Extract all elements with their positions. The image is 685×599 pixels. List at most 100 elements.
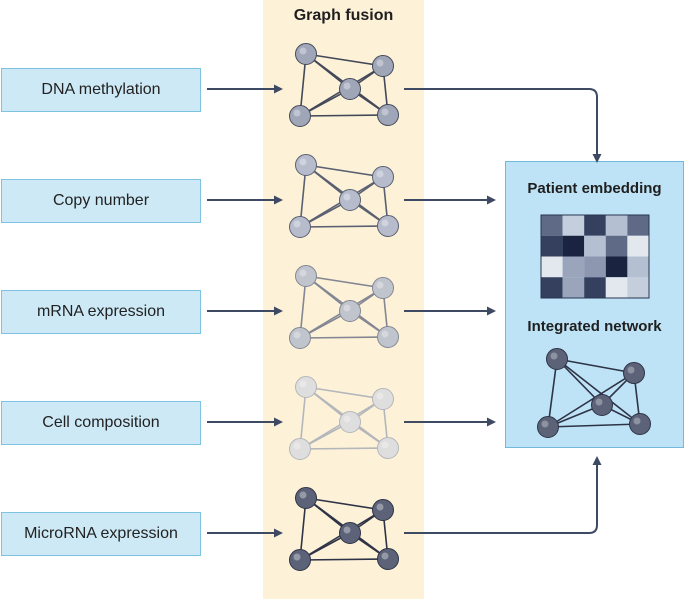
graph-node-highlight	[293, 442, 301, 450]
heatmap-cell	[605, 277, 628, 298]
graph-node	[377, 326, 399, 348]
graph-node	[372, 277, 394, 299]
graph-node-highlight	[293, 331, 301, 339]
network-node	[623, 362, 645, 384]
graph-node	[289, 438, 311, 460]
network-node-highlight	[541, 420, 549, 428]
graph-node-highlight	[376, 503, 384, 511]
graph-edge	[299, 447, 389, 450]
omic-graph-2	[289, 154, 399, 238]
network-node	[537, 416, 559, 438]
graph-node	[339, 522, 361, 544]
network-node-highlight	[550, 352, 558, 360]
network-edge	[547, 423, 641, 428]
graph-node	[339, 300, 361, 322]
graph-fusion-band	[263, 0, 424, 599]
patient-embedding-heatmap	[540, 214, 650, 299]
graph-edge	[305, 497, 384, 511]
graph-node-highlight	[343, 193, 351, 201]
graph-node	[372, 388, 394, 410]
heatmap-cell	[627, 277, 649, 298]
graph-node-highlight	[343, 304, 351, 312]
graph-edge	[305, 164, 384, 178]
graph-edge	[305, 386, 384, 400]
graph-node	[377, 104, 399, 126]
graph-node	[289, 549, 311, 571]
network-node-highlight	[595, 398, 603, 406]
graph-node-highlight	[381, 552, 389, 560]
patient-embedding-title: Patient embedding	[527, 180, 662, 197]
omic-graph-4	[289, 376, 399, 460]
graph-edge	[305, 53, 384, 67]
heatmap-cell	[541, 256, 563, 278]
heatmap-cell	[584, 215, 606, 236]
graph-node-highlight	[376, 59, 384, 67]
arrow-dna-to-output	[404, 88, 602, 163]
heatmap-cell	[627, 215, 649, 236]
graph-node-highlight	[381, 219, 389, 227]
graph-node	[372, 55, 394, 77]
omic-box-dna-methylation: DNA methylation	[1, 68, 201, 112]
heatmap-cell	[605, 256, 628, 278]
heatmap-cell	[627, 256, 649, 278]
omic-box-mrna-expression: mRNA expression	[1, 290, 201, 334]
network-edge	[547, 372, 635, 428]
graph-edge	[299, 336, 389, 339]
network-edge	[556, 358, 641, 425]
heatmap-cell	[562, 277, 585, 298]
graph-node-highlight	[376, 392, 384, 400]
heatmap-cell	[541, 235, 563, 257]
graph-node-highlight	[343, 415, 351, 423]
graph-node-highlight	[299, 380, 307, 388]
graph-node	[377, 548, 399, 570]
graphs-layer	[289, 43, 399, 571]
graph-node-highlight	[376, 281, 384, 289]
graph-node	[339, 411, 361, 433]
graph-node	[372, 166, 394, 188]
graph-node	[289, 327, 311, 349]
heatmap-cell	[605, 215, 628, 236]
network-node-highlight	[633, 417, 641, 425]
omic-box-copy-number: Copy number	[1, 179, 201, 223]
omic-graph-5	[289, 487, 399, 571]
graph-node-highlight	[381, 108, 389, 116]
heatmap-cell	[562, 256, 585, 278]
graph-edge	[305, 275, 384, 289]
heatmap-cell	[584, 235, 606, 257]
heatmap-cell	[541, 277, 563, 298]
graph-node-highlight	[381, 441, 389, 449]
arrows-layer	[207, 84, 602, 538]
network-node	[591, 394, 613, 416]
network-node	[546, 348, 568, 370]
heatmap-cell	[627, 235, 649, 257]
graph-node-highlight	[343, 82, 351, 90]
graph-node-highlight	[299, 269, 307, 277]
graph-node-highlight	[299, 491, 307, 499]
heatmap-cell	[584, 256, 606, 278]
graph-node	[289, 105, 311, 127]
graph-edge	[299, 114, 389, 117]
heatmap-cell	[562, 235, 585, 257]
graph-node-highlight	[293, 220, 301, 228]
graph-edge	[299, 558, 389, 561]
graph-node	[295, 43, 317, 65]
graph-node-highlight	[293, 553, 301, 561]
graph-node	[372, 499, 394, 521]
graph-node	[377, 437, 399, 459]
graph-node	[295, 487, 317, 509]
graph-node-highlight	[293, 109, 301, 117]
network-node	[629, 413, 651, 435]
network-node-highlight	[627, 366, 635, 374]
heatmap-border	[540, 214, 650, 299]
graph-node-highlight	[381, 330, 389, 338]
graph-node	[339, 78, 361, 100]
graph-node	[289, 216, 311, 238]
graph-node-highlight	[376, 170, 384, 178]
graph-node-highlight	[299, 158, 307, 166]
graph-node	[295, 265, 317, 287]
graph-edge	[299, 225, 389, 228]
omic-graph-3	[289, 265, 399, 349]
omic-box-microrna-expression: MicroRNA expression	[1, 512, 201, 556]
heatmap-cell	[562, 215, 585, 236]
